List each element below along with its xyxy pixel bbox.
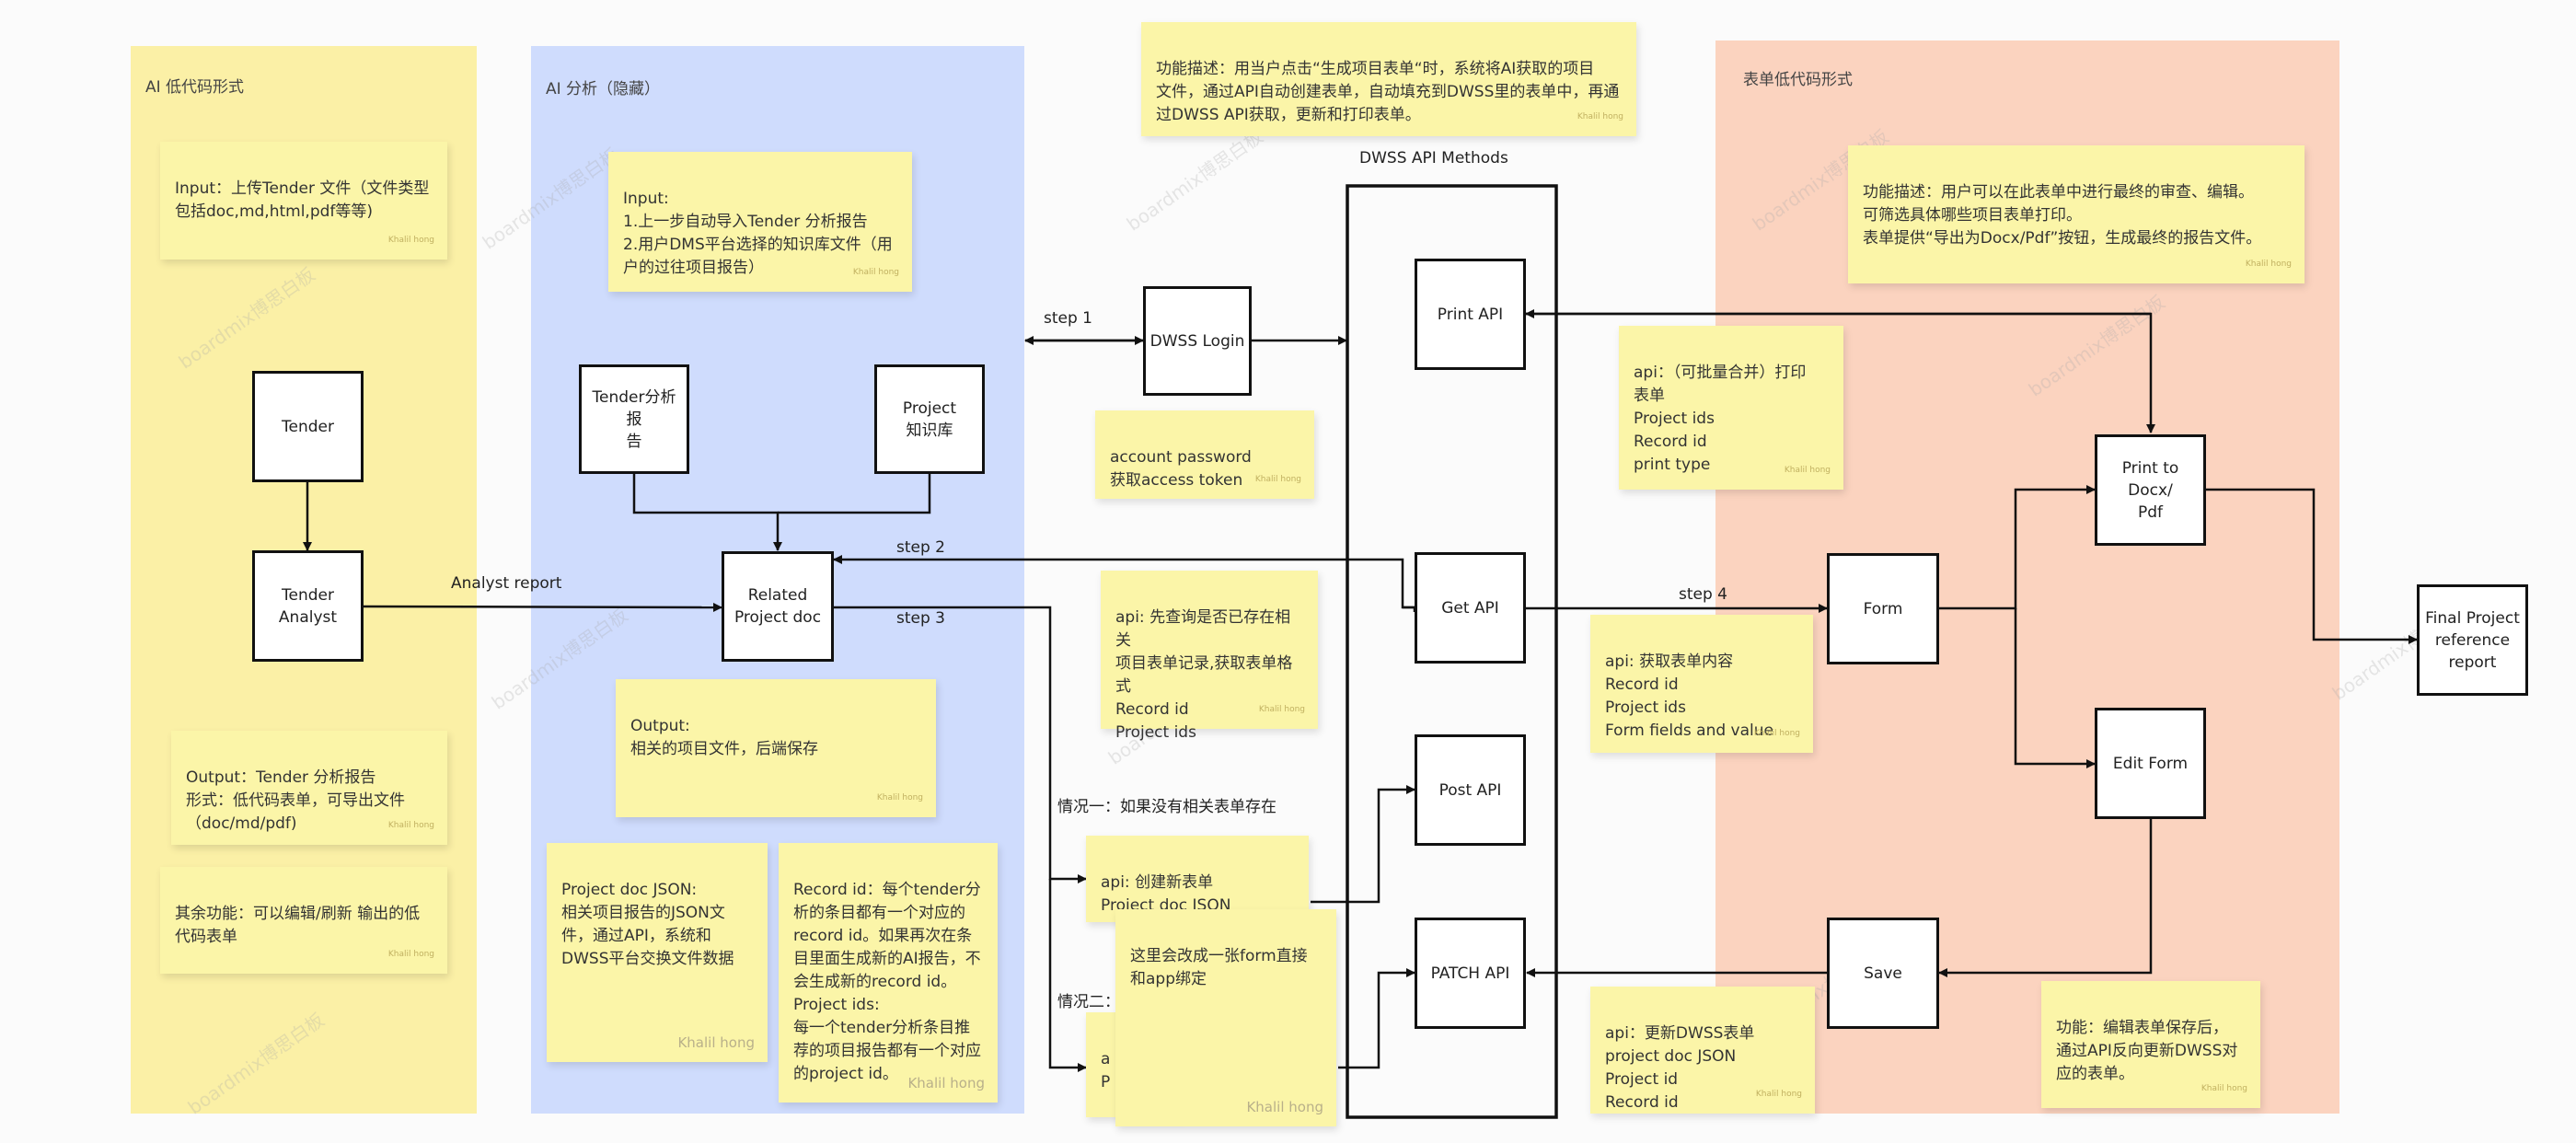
note-text: 功能：编辑表单保存后， 通过API反向更新DWSS对 应的表单。 bbox=[2056, 1019, 2238, 1083]
edge-hidden-to-patch bbox=[1338, 968, 1415, 1069]
note-project-doc-json[interactable]: Project doc JSON: 相关项目报告的JSON文 件，通过API，系… bbox=[547, 843, 768, 1062]
dwss-login-node[interactable]: DWSS Login bbox=[1143, 286, 1252, 396]
form-node[interactable]: Form bbox=[1827, 553, 1939, 664]
note-record-id[interactable]: Record id：每个tender分 析的条目都有一个对应的 record i… bbox=[779, 843, 998, 1103]
step3-label: step 3 bbox=[896, 609, 945, 628]
note-author: Khalil hong bbox=[852, 268, 899, 277]
note-text: Input: 1.上一步自动导入Tender 分析报告 2.用户DMS平台选择的… bbox=[623, 190, 893, 277]
note-output-tender[interactable]: Output：Tender 分析报告 形式：低代码表单，可导出文件 （doc/m… bbox=[171, 731, 447, 845]
save-node[interactable]: Save bbox=[1827, 918, 1939, 1029]
edge-step3 bbox=[834, 606, 1087, 883]
note-text: Record id：每个tender分 析的条目都有一个对应的 record i… bbox=[793, 881, 981, 1083]
edge-step3-case2 bbox=[1048, 879, 1087, 1072]
note-text: account password 获取access token bbox=[1110, 448, 1252, 490]
note-text: Project doc JSON: 相关项目报告的JSON文 件，通过API，系… bbox=[561, 881, 734, 968]
lane-title: 表单低代码形式 bbox=[1743, 71, 1853, 89]
api-group-frame bbox=[1346, 184, 1558, 1119]
note-author: Khalil hong bbox=[387, 821, 434, 830]
note-text: Input：上传Tender 文件（文件类型 包括doc,md,html,pdf… bbox=[175, 179, 430, 221]
note-text: Output: 相关的项目文件，后端保存 bbox=[630, 717, 818, 758]
note-author: Khalil hong bbox=[1254, 475, 1301, 484]
note-text: 这里会改成一张form直接 和app绑定 bbox=[1130, 947, 1308, 988]
final-report-node[interactable]: Final Project reference report bbox=[2417, 584, 2528, 696]
note-input-tender[interactable]: Input：上传Tender 文件（文件类型 包括doc,md,html,pdf… bbox=[160, 142, 447, 260]
edge-print-to-final bbox=[2206, 488, 2418, 644]
note-print-api[interactable]: api：（可批量合并）打印 表单 Project ids Record id p… bbox=[1619, 326, 1843, 490]
note-author: Khalil hong bbox=[677, 1034, 755, 1051]
tender-report-node[interactable]: Tender分析报 告 bbox=[579, 364, 689, 474]
edge-form-to-edit bbox=[2014, 608, 2096, 768]
note-text: api：更新DWSS表单 project doc JSON Project id… bbox=[1605, 1024, 1755, 1112]
tender-analyst-node[interactable]: Tender Analyst bbox=[252, 550, 364, 662]
edge-edit-to-save bbox=[1938, 819, 2153, 977]
note-author: Khalil hong bbox=[387, 950, 434, 959]
note-text: a P bbox=[1101, 1050, 1111, 1091]
note-text: 功能描述：用户可以在此表单中进行最终的审查、编辑。 可筛选具体哪些项目表单打印。… bbox=[1863, 183, 2262, 248]
note-author: Khalil hong bbox=[1577, 112, 1623, 121]
step4-label: step 4 bbox=[1679, 585, 1727, 604]
lane-title: AI 低代码形式 bbox=[145, 78, 245, 97]
note-author: Khalil hong bbox=[1784, 466, 1831, 475]
tender-node[interactable]: Tender bbox=[252, 371, 364, 482]
edge-create-to-post bbox=[1311, 785, 1415, 904]
note-create-form[interactable]: api: 创建新表单 Project doc JSON bbox=[1086, 836, 1309, 922]
lane-title: AI 分析（隐藏） bbox=[546, 80, 661, 98]
note-form-content[interactable]: api: 获取表单内容 Record id Project ids Form f… bbox=[1590, 615, 1813, 753]
edge-report-to-related bbox=[632, 473, 782, 551]
edge-form-to-print bbox=[1938, 485, 2096, 610]
note-author: Khalil hong bbox=[2245, 260, 2292, 269]
case1-label: 情况一：如果没有相关表单存在 bbox=[1057, 798, 1276, 816]
print-api-node[interactable]: Print API bbox=[1415, 259, 1526, 370]
note-text: api: 获取表单内容 Record id Project ids Form f… bbox=[1605, 652, 1773, 740]
note-author: Khalil hong bbox=[907, 1075, 985, 1091]
edge-analyst-to-related bbox=[362, 602, 722, 612]
note-author: Khalil hong bbox=[387, 236, 434, 245]
step1-label: step 1 bbox=[1044, 309, 1092, 328]
note-author: Khalil hong bbox=[1246, 1099, 1323, 1115]
get-api-node[interactable]: Get API bbox=[1415, 552, 1526, 664]
api-group-title: DWSS API Methods bbox=[1359, 149, 1508, 167]
note-update-form[interactable]: api：更新DWSS表单 project doc JSON Project id… bbox=[1590, 987, 1815, 1114]
note-text: Output：Tender 分析报告 形式：低代码表单，可导出文件 （doc/m… bbox=[186, 768, 405, 833]
note-author: Khalil hong bbox=[876, 793, 923, 802]
note-author: Khalil hong bbox=[1753, 729, 1800, 738]
post-api-node[interactable]: Post API bbox=[1415, 734, 1526, 846]
case2-label: 情况二： bbox=[1057, 993, 1120, 1011]
note-text: 功能描述：用当户点击“生成项目表单“时，系统将AI获取的项目 文件，通过API自… bbox=[1156, 60, 1620, 124]
note-author: Khalil hong bbox=[1258, 705, 1305, 714]
note-form-review[interactable]: 功能描述：用户可以在此表单中进行最终的审查、编辑。 可筛选具体哪些项目表单打印。… bbox=[1848, 145, 2305, 283]
related-project-doc-node[interactable]: Related Project doc bbox=[722, 551, 834, 662]
project-kb-node[interactable]: Project 知识库 bbox=[874, 364, 985, 474]
note-form-direct[interactable]: 这里会改成一张form直接 和app绑定 Khalil hong bbox=[1115, 909, 1336, 1126]
note-login[interactable]: account password 获取access token Khalil h… bbox=[1095, 410, 1314, 499]
note-author: Khalil hong bbox=[2201, 1084, 2247, 1093]
edge-kb-to-related bbox=[778, 473, 931, 514]
note-text: api: 先查询是否已存在相关 项目表单记录,获取表单格 式 Record id… bbox=[1115, 608, 1293, 742]
edge-step3-get bbox=[1403, 606, 1416, 612]
note-input-ai[interactable]: Input: 1.上一步自动导入Tender 分析报告 2.用户DMS平台选择的… bbox=[608, 152, 912, 292]
edit-form-node[interactable]: Edit Form bbox=[2095, 708, 2206, 819]
analyst-report-label: Analyst report bbox=[451, 574, 562, 593]
print-docx-node[interactable]: Print to Docx/ Pdf bbox=[2095, 434, 2206, 546]
step2-label: step 2 bbox=[896, 538, 945, 557]
note-text: api：（可批量合并）打印 表单 Project ids Record id p… bbox=[1634, 364, 1807, 474]
note-other-features[interactable]: 其余功能：可以编辑/刷新 输出的低 代码表单 Khalil hong bbox=[160, 867, 447, 974]
note-get-api[interactable]: api: 先查询是否已存在相关 项目表单记录,获取表单格 式 Record id… bbox=[1101, 571, 1318, 742]
note-text: 其余功能：可以编辑/刷新 输出的低 代码表单 bbox=[175, 905, 421, 946]
note-author: Khalil hong bbox=[1755, 1090, 1802, 1099]
patch-api-node[interactable]: PATCH API bbox=[1415, 918, 1526, 1029]
note-output-ai[interactable]: Output: 相关的项目文件，后端保存 Khalil hong bbox=[616, 679, 936, 817]
note-function-desc[interactable]: 功能描述：用当户点击“生成项目表单“时，系统将AI获取的项目 文件，通过API自… bbox=[1141, 22, 1636, 136]
note-save-desc[interactable]: 功能：编辑表单保存后， 通过API反向更新DWSS对 应的表单。 Khalil … bbox=[2041, 981, 2260, 1108]
